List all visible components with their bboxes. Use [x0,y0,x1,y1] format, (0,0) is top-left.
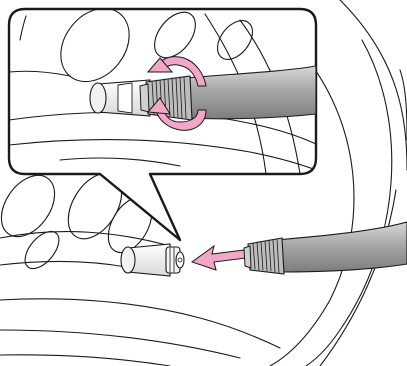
callout-bubble [9,9,316,240]
air-hose [244,222,407,274]
valve-stem [121,244,184,276]
push-arrow-icon [192,246,246,270]
